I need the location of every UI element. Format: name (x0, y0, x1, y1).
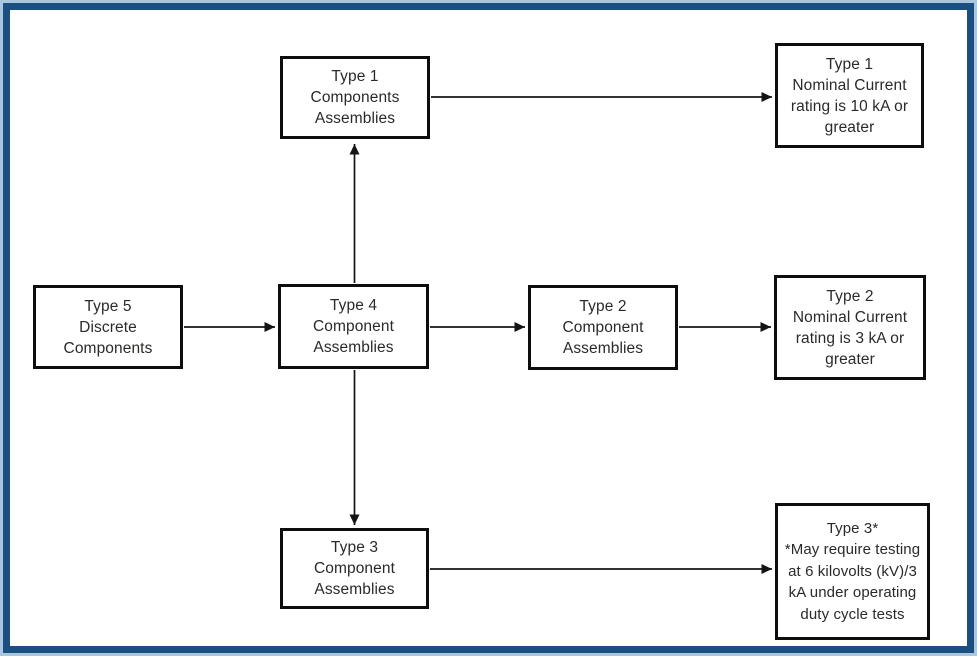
node-type3-component-assemblies: Type 3 Component Assemblies (280, 528, 429, 609)
node-line: Type 4 (329, 297, 378, 314)
node-line: Type 3* (826, 519, 879, 537)
node-type4-component-assemblies: Type 4 Component Assemblies (278, 284, 429, 369)
node-line: kA under operating (788, 584, 917, 602)
node-line: greater (824, 118, 875, 136)
node-line: Components (310, 89, 400, 106)
node-line: Component (313, 560, 396, 577)
node-line: Type 1 (331, 68, 379, 85)
node-type2-component-assemblies: Type 2 Component Assemblies (528, 285, 678, 370)
node-line: Assemblies (314, 581, 395, 598)
node-type5-discrete-components: Type 5 Discrete Components (33, 285, 183, 369)
node-line: Assemblies (562, 340, 644, 357)
node-line: Components (63, 339, 153, 357)
node-line: rating is 3 kA or (795, 329, 905, 347)
node-type1-nominal-current-rating: Type 1 Nominal Current rating is 10 kA o… (775, 43, 924, 148)
node-line: Assemblies (314, 110, 396, 127)
node-type1-components-assemblies: Type 1 Components Assemblies (280, 56, 430, 139)
node-line: Type 1 (825, 55, 874, 73)
node-type3-testing-note: Type 3* *May require testing at 6 kilovo… (775, 503, 930, 640)
node-line: Component (312, 318, 395, 335)
node-line: Nominal Current (792, 76, 907, 94)
node-line: rating is 10 kA or (790, 97, 909, 115)
node-type2-nominal-current-rating: Type 2 Nominal Current rating is 3 kA or… (774, 275, 926, 380)
node-line: Type 3 (330, 539, 379, 556)
node-line: Nominal Current (792, 308, 908, 326)
node-line: greater (825, 350, 875, 368)
node-line: Type 2 (579, 298, 627, 315)
node-line: Type 2 (826, 287, 874, 305)
node-line: Component (562, 319, 644, 336)
node-line: duty cycle tests (800, 605, 905, 623)
node-line: Discrete (79, 318, 137, 336)
node-line: at 6 kilovolts (kV)/3 (788, 562, 917, 580)
arrow-type4-to-type3 (355, 370, 526, 525)
node-line: Assemblies (313, 339, 394, 356)
node-line: Type 5 (84, 297, 132, 315)
node-line: *May require testing (784, 541, 921, 559)
